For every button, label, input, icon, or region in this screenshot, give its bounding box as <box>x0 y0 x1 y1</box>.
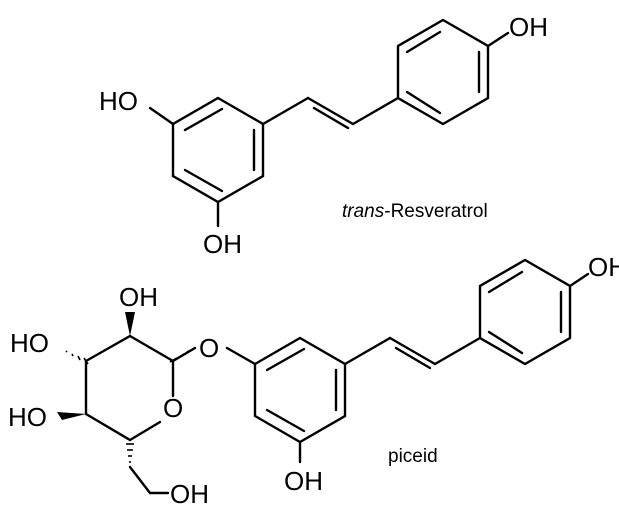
piceid-structure: OH OH OH HO HO O O OH piceid <box>8 252 619 509</box>
glucose-ho-left-label: HO <box>10 328 49 358</box>
piceid-glycosidic-bond-aryl <box>225 346 257 366</box>
glucose-oh-top-label: OH <box>119 282 158 312</box>
resveratrol-ho-left-label: HO <box>99 86 138 116</box>
hashed-bond-c3-oh <box>65 350 89 365</box>
resveratrol-trans-double-bond <box>261 96 400 130</box>
piceid-phenol-ring <box>478 258 572 366</box>
hashed-bond-anomeric <box>169 349 192 363</box>
wedge-bond-c4-oh <box>57 412 86 420</box>
resveratrol-oh-top-label: OH <box>509 12 548 42</box>
piceid-trans-double-bond <box>343 336 482 370</box>
resveratrol-name-label: trans-Resveratrol <box>342 201 488 222</box>
wedge-bond-c2-oh <box>125 312 135 336</box>
ring-oxygen-label: O <box>163 393 183 423</box>
piceid-name-label: piceid <box>388 446 438 467</box>
resveratrol-structure: OH HO OH trans-Resveratrol <box>99 12 548 259</box>
resveratrol-ho-bond <box>148 106 175 126</box>
resveratrol-oh-top-bond <box>486 31 510 48</box>
piceid-oh-top-label: OH <box>588 252 619 282</box>
hashed-bond-c5-ch2 <box>126 443 134 463</box>
resveratrol-phenol-ring <box>396 18 490 126</box>
resveratrol-oh-bottom-label: OH <box>203 229 242 259</box>
piceid-oh-bottom-label: OH <box>284 466 323 496</box>
piceid-oh-top-bond <box>568 272 590 288</box>
glucose-ho-bottom-label: HO <box>8 402 47 432</box>
glucose-ch2oh-label: OH <box>170 479 209 509</box>
ch2-bond <box>128 465 152 495</box>
glucose-ring <box>84 334 175 442</box>
glycosidic-oxygen-label: O <box>199 333 219 363</box>
piceid-resorcinol-ring <box>253 336 347 444</box>
resveratrol-resorcinol-ring <box>171 96 265 204</box>
